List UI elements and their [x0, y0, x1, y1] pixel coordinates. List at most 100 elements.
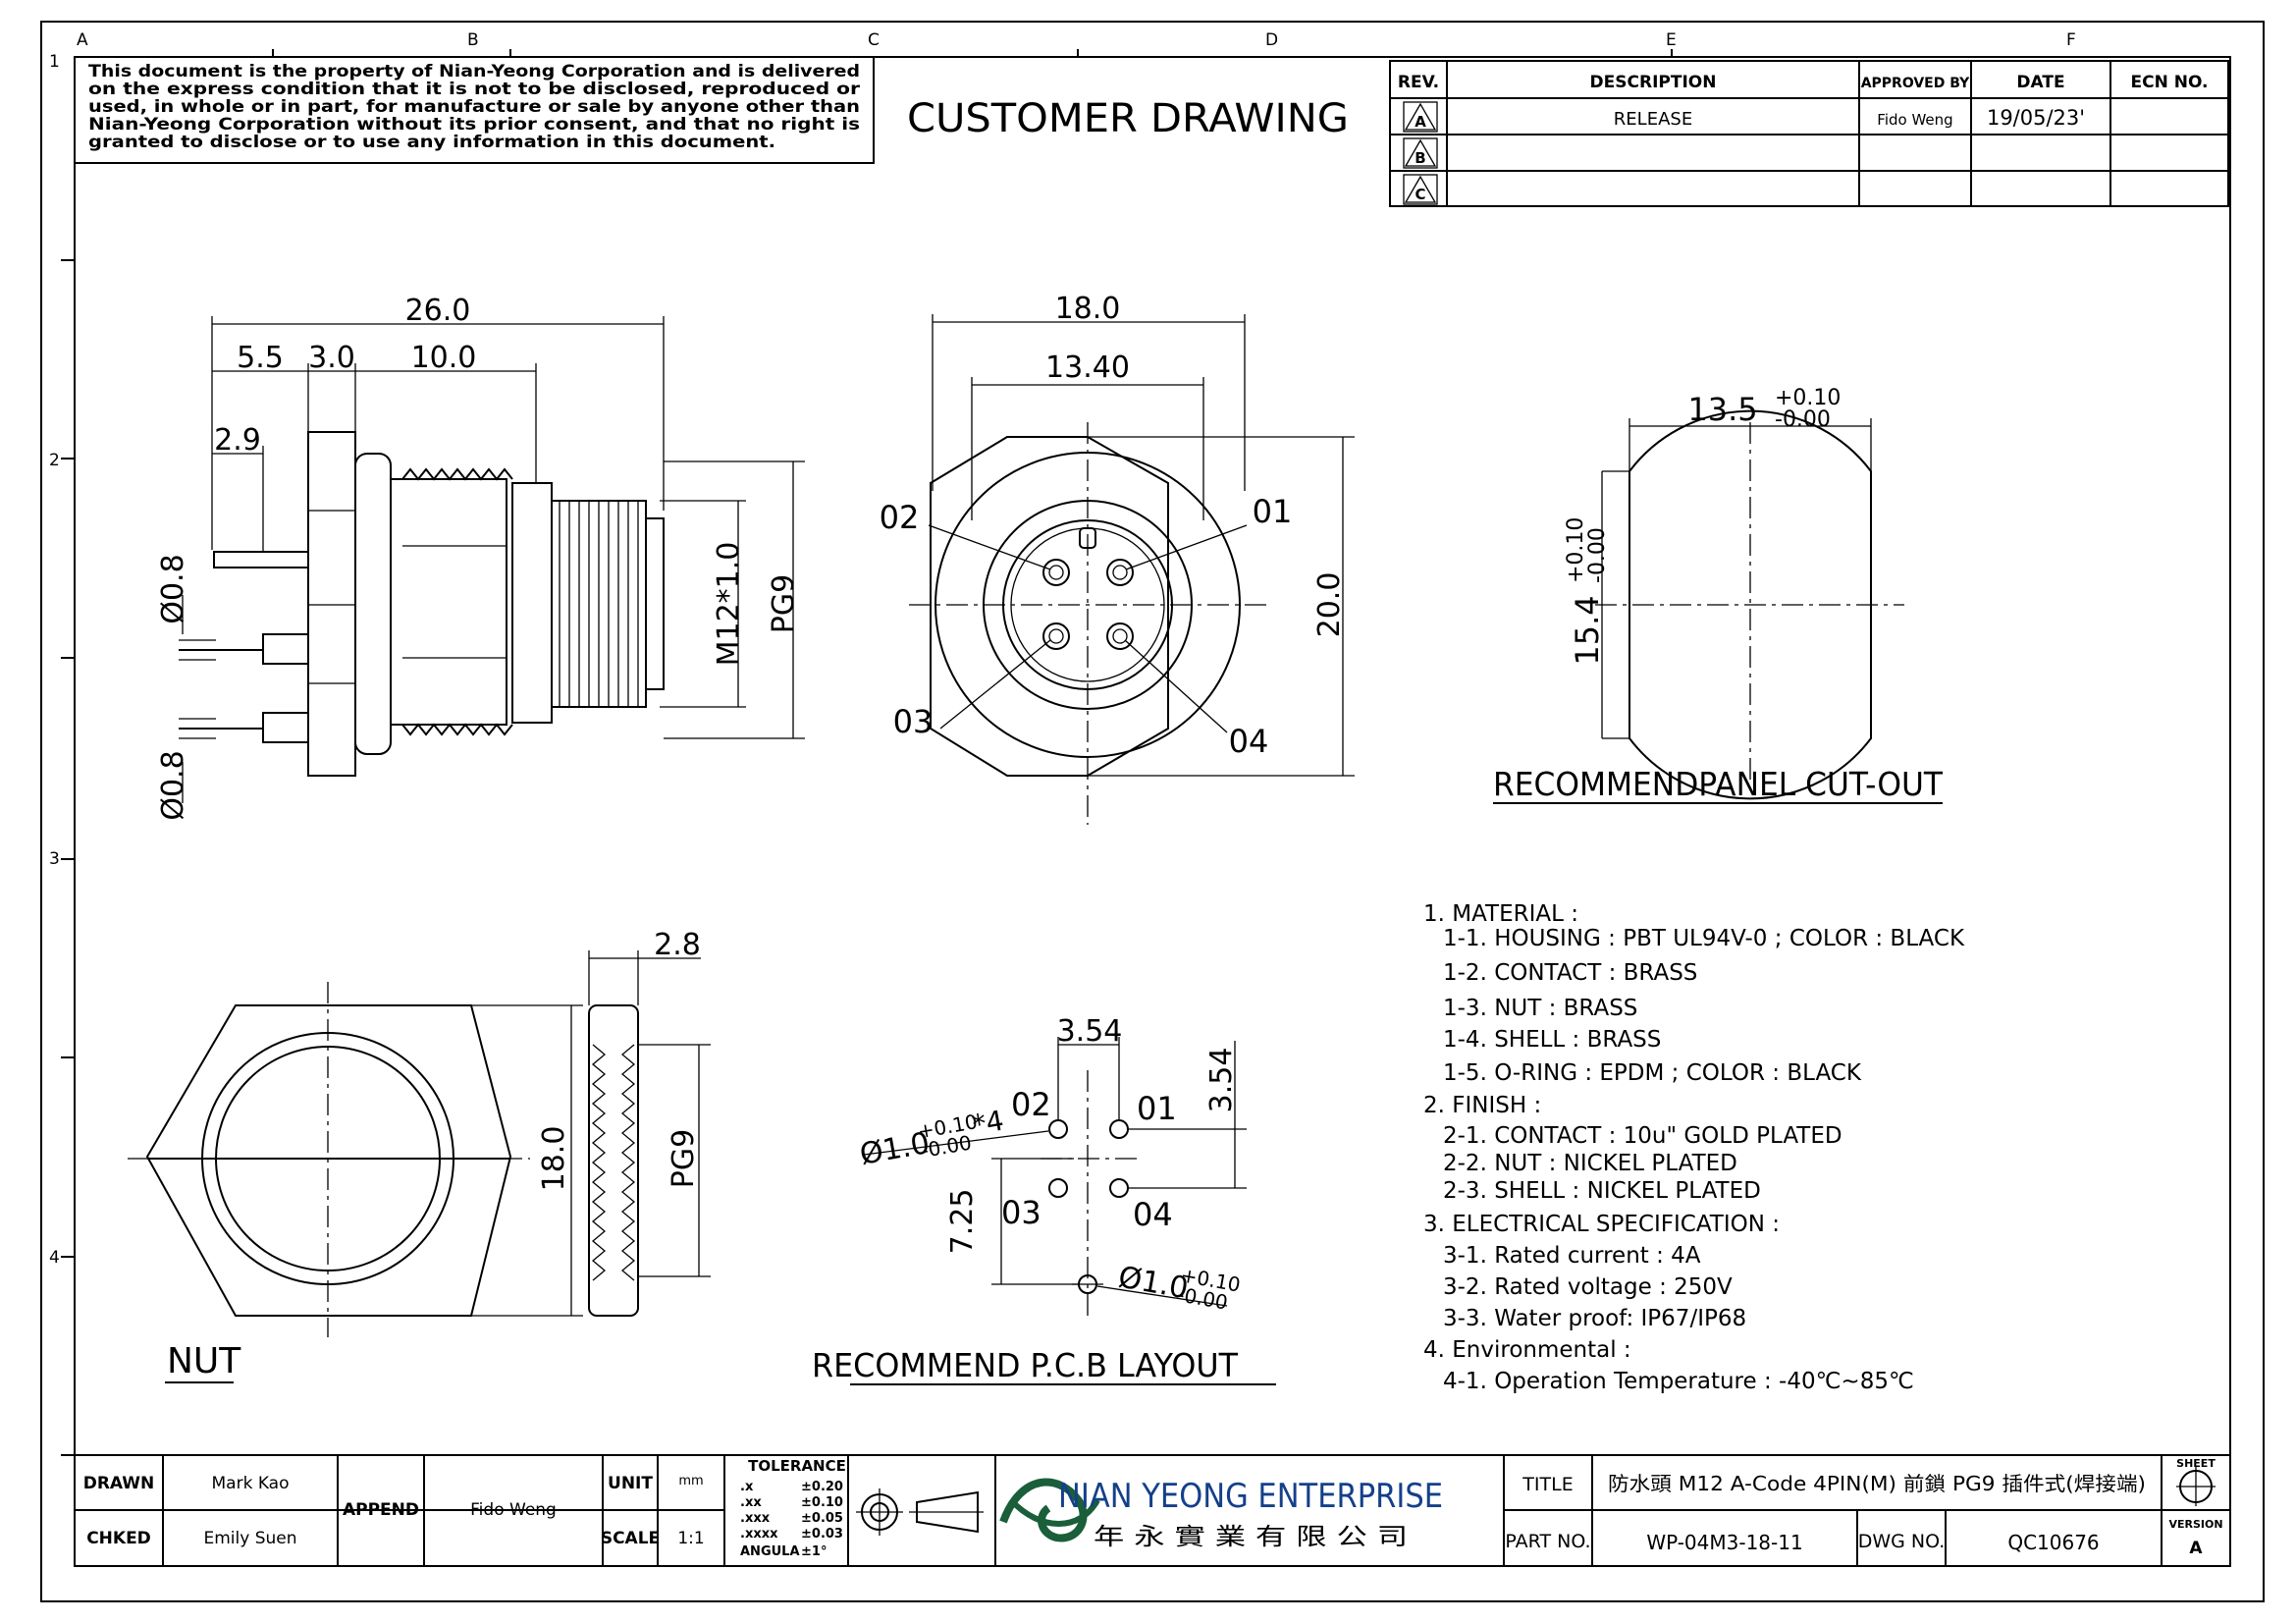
- dim-pin-diameter-bottom: Ø0.8: [156, 750, 190, 820]
- company-logo: [999, 1478, 1100, 1542]
- pcb-pin-01: 01: [1137, 1090, 1177, 1127]
- ecn-header: ECN NO.: [2131, 73, 2209, 92]
- note-line: 4-1. Operation Temperature : -40℃~85℃: [1443, 1369, 1914, 1394]
- tolerance-value: ±0.05: [801, 1511, 843, 1526]
- notice-line: on the express condition that it is not …: [88, 80, 861, 99]
- rev-a-approved-by: Fido Weng: [1877, 111, 1952, 129]
- revision-table: REV. DESCRIPTION APPROVED BY DATE ECN NO…: [1389, 60, 2229, 207]
- tolerance-key: .xxx: [740, 1511, 771, 1526]
- tolerance-key: .xx: [740, 1495, 762, 1510]
- note-line: 3-1. Rated current : 4A: [1443, 1243, 1701, 1269]
- rev-b-triangle-icon: B: [1403, 137, 1438, 169]
- approved-by-header: APPROVED BY: [1861, 76, 1970, 91]
- dwg-no-value: QC10676: [2007, 1531, 2099, 1554]
- dim-overall-length: 26.0: [405, 294, 471, 328]
- note-line: 1-4. SHELL : BRASS: [1443, 1027, 1661, 1053]
- cutout-width: 13.5: [1687, 391, 1757, 428]
- pcb-pin-02: 02: [1011, 1086, 1051, 1123]
- note-line: 3. ELECTRICAL SPECIFICATION :: [1423, 1212, 1780, 1237]
- pin-label-01: 01: [1253, 493, 1293, 530]
- company-name-zh: 年 永 實 業 有 限 公 司: [1094, 1523, 1408, 1550]
- version-value: A: [2189, 1539, 2203, 1558]
- third-angle-projection-icon: [856, 1488, 984, 1536]
- drawn-value: Mark Kao: [212, 1474, 290, 1493]
- pcb-dim-pitch-h: 3.54: [1057, 1014, 1123, 1049]
- pcb-caption: RECOMMEND P.C.B LAYOUT: [812, 1346, 1239, 1384]
- unit-value: mm: [678, 1474, 703, 1488]
- pin-label-03: 03: [893, 703, 934, 740]
- nut-caption: NUT: [167, 1341, 241, 1381]
- pcb-layout-view: 3.54 3.54 7.25 Ø1.0 +0.10 -0.00 *4 Ø1.0 …: [812, 1014, 1276, 1385]
- col-label-d: D: [1265, 30, 1278, 50]
- title-label: TITLE: [1522, 1474, 1573, 1495]
- dim-nut-across-flats: 18.0: [537, 1126, 571, 1192]
- note-line: 1-5. O-RING : EPDM ; COLOR : BLACK: [1443, 1060, 1862, 1086]
- note-line: 1-1. HOUSING : PBT UL94V-0 ; COLOR : BLA…: [1443, 926, 1965, 951]
- chked-value: Emily Suen: [203, 1529, 296, 1548]
- cutout-width-tol-plus: +0.10: [1775, 386, 1841, 410]
- notice-line: used, in whole or in part, for manufactu…: [88, 97, 860, 117]
- company-name-en: NIAN YEONG ENTERPRISE: [1058, 1477, 1443, 1516]
- specification-notes: 1. MATERIAL : 1-1. HOUSING : PBT UL94V-0…: [1423, 901, 1965, 1394]
- note-line: 2-3. SHELL : NICKEL PLATED: [1443, 1178, 1761, 1204]
- dim-nut-thread: PG9: [667, 1129, 701, 1188]
- front-view: 18.0 13.40 20.0 01 02 03 04: [880, 292, 1355, 825]
- panel-cutout-view: 13.5 +0.10 -0.00 15.4 +0.10 -0.00 RECOMM…: [1493, 386, 1944, 804]
- drawn-label: DRAWN: [83, 1474, 155, 1493]
- cutout-height-tol-plus: +0.10: [1564, 517, 1588, 583]
- notice-line: This document is the property of Nian-Ye…: [88, 62, 860, 81]
- pin-label-04: 04: [1229, 723, 1269, 760]
- append-label: APPEND: [343, 1500, 419, 1520]
- dim-hex-across-corners: 20.0: [1312, 572, 1347, 638]
- tolerance-key: ANGULA: [740, 1544, 800, 1559]
- dim-nut-thickness: 2.8: [654, 928, 701, 962]
- col-label-c: C: [868, 30, 880, 50]
- rev-a-triangle-icon: A: [1403, 101, 1438, 133]
- note-line: 1-3. NUT : BRASS: [1443, 996, 1637, 1021]
- dim-pin-diameter-top: Ø0.8: [156, 554, 190, 623]
- tolerance-key: .xxxx: [740, 1527, 778, 1542]
- dim-thread-m12: M12*1.0: [712, 542, 746, 667]
- pcb-dim-pitch-v: 3.54: [1204, 1048, 1239, 1113]
- note-line: 3-2. Rated voltage : 250V: [1443, 1274, 1733, 1300]
- pcb-hole-4-count: *4: [970, 1105, 1006, 1142]
- pcb-pin-04: 04: [1133, 1196, 1173, 1233]
- row-label-3: 3: [49, 849, 60, 869]
- row-labels: 1 2 3 4: [49, 52, 60, 1268]
- rev-a-label: A: [1415, 113, 1426, 131]
- title-value: 防水頭 M12 A-Code 4PIN(M) 前鎖 PG9 插件式(焊接端): [1608, 1472, 2146, 1495]
- confidentiality-notice: This document is the property of Nian-Ye…: [74, 56, 875, 164]
- rev-c-triangle-icon: C: [1403, 174, 1438, 205]
- note-line: 1-2. CONTACT : BRASS: [1443, 960, 1697, 986]
- tolerance-key: .x: [740, 1480, 754, 1494]
- dim-pin-offset: 2.9: [214, 423, 261, 458]
- chked-label: CHKED: [86, 1529, 151, 1548]
- rev-a-description: RELEASE: [1614, 109, 1692, 130]
- side-view: 26.0 5.5 3.0 10.0 2.9 Ø0.8 Ø0.8 M12*1.0 …: [156, 294, 805, 821]
- note-line: 3-3. Water proof: IP67/IP68: [1443, 1306, 1746, 1331]
- dim-nut-width: 3.0: [308, 341, 355, 375]
- dim-inner-diameter: 13.40: [1045, 351, 1130, 385]
- pcb-dim-offset: 7.25: [945, 1189, 980, 1255]
- scale-label: SCALE: [601, 1529, 660, 1548]
- col-label-e: E: [1666, 30, 1677, 50]
- date-header: DATE: [2016, 73, 2064, 92]
- col-label-a: A: [77, 30, 88, 50]
- tolerance-value: ±0.20: [801, 1480, 843, 1494]
- sheet-target-icon: [2176, 1467, 2216, 1506]
- tolerance-title: TOLERANCE: [748, 1457, 846, 1475]
- tolerance-value: ±0.03: [801, 1527, 843, 1542]
- dim-pin-length: 5.5: [237, 341, 284, 375]
- version-label: VERSION: [2168, 1518, 2222, 1531]
- row-label-4: 4: [49, 1248, 60, 1268]
- cutout-width-tol-minus: -0.00: [1775, 407, 1831, 432]
- append-value: Fido Weng: [470, 1500, 557, 1520]
- pcb-pin-03: 03: [1001, 1194, 1041, 1231]
- note-line: 2-2. NUT : NICKEL PLATED: [1443, 1151, 1737, 1176]
- title-block: DRAWN CHKED APPEND UNIT SCALE Mark Kao E…: [74, 1454, 2231, 1567]
- drawing-title: CUSTOMER DRAWING: [907, 96, 1349, 141]
- dim-thread-length: 10.0: [411, 341, 477, 375]
- tolerance-value: ±0.10: [801, 1495, 843, 1510]
- dwg-no-label: DWG NO.: [1858, 1531, 1946, 1552]
